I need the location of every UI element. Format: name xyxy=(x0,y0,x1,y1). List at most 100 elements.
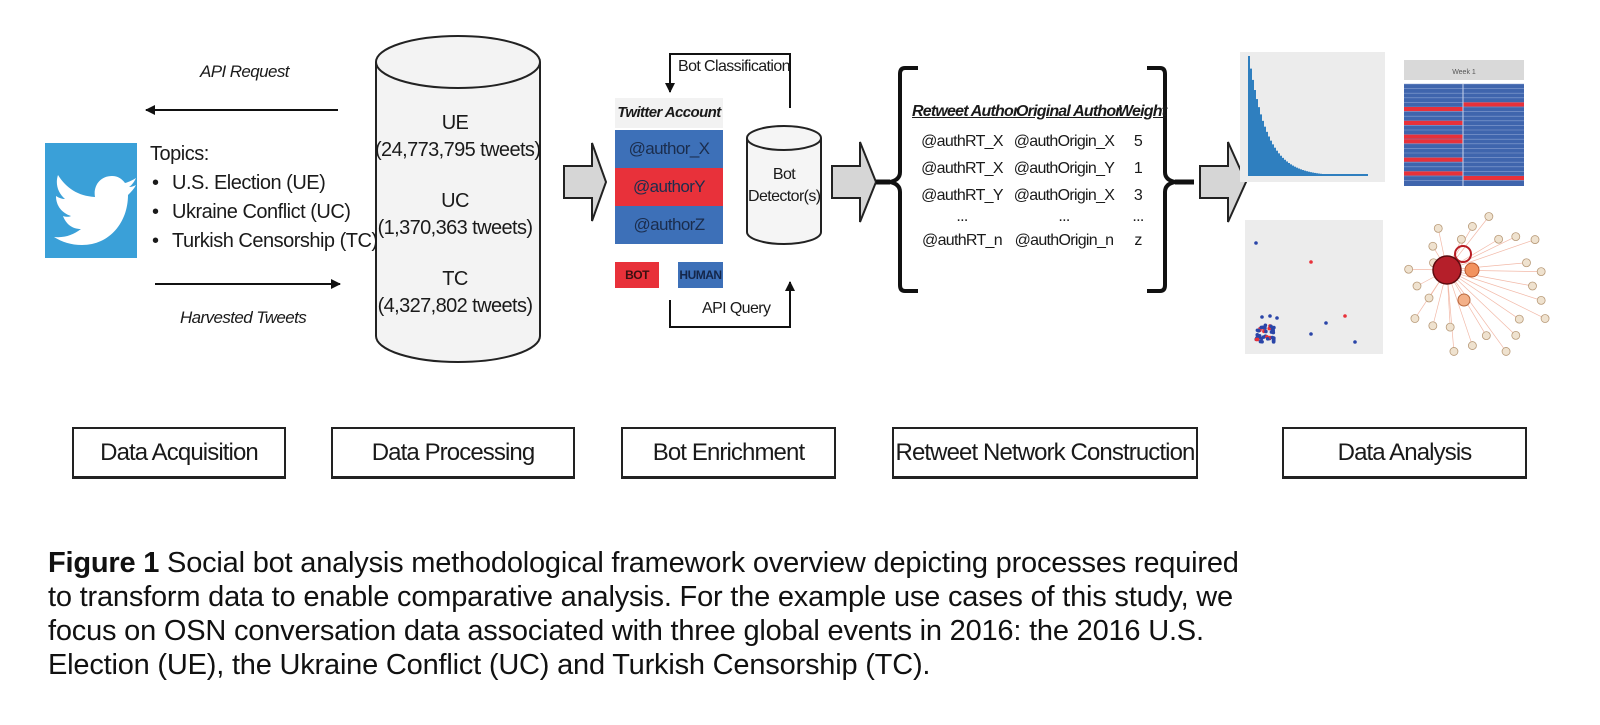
histogram-bar xyxy=(1366,174,1368,176)
retweet-table-cell: ... xyxy=(912,208,1012,226)
histogram-bar xyxy=(1276,151,1278,176)
scatter-point xyxy=(1324,321,1328,325)
histogram-bar xyxy=(1362,174,1364,176)
column-header-retweet-author: Retweet Author xyxy=(912,103,1018,121)
histogram-bar xyxy=(1318,174,1320,176)
column-header-weight: Weight xyxy=(1118,103,1166,121)
histogram-bar xyxy=(1254,90,1256,176)
retweet-table-cell: ... xyxy=(1012,208,1116,226)
histogram-bar xyxy=(1302,170,1304,176)
table-thumb-bot-cell xyxy=(1404,158,1463,162)
scatter-point xyxy=(1343,314,1347,318)
bot-detector-label: Bot Detector(s) xyxy=(748,164,820,208)
harvested-tweets-label: Harvested Tweets xyxy=(180,308,306,328)
legend-human: HUMAN xyxy=(678,262,723,288)
scatter-point xyxy=(1309,260,1313,264)
scatter-point xyxy=(1353,340,1357,344)
bot-detector-label-line1: Bot xyxy=(748,164,820,186)
histogram-bar xyxy=(1316,173,1318,176)
histogram-bar xyxy=(1332,174,1334,176)
histogram-bar xyxy=(1252,80,1254,176)
figure-label: Figure 1 xyxy=(48,547,159,579)
histogram-bar xyxy=(1250,69,1252,176)
network-graph-thumbnail xyxy=(1405,213,1549,356)
stage-bot-enrichment: Bot Enrichment xyxy=(621,427,836,479)
network-edge xyxy=(1447,270,1506,351)
network-node xyxy=(1450,347,1458,355)
table-thumb-bot-cell xyxy=(1404,171,1463,175)
network-node xyxy=(1413,282,1421,290)
caption-line: to transform data to enable comparative … xyxy=(48,580,1548,614)
dataset-uc: UC (1,370,363 tweets) xyxy=(375,188,535,242)
retweet-table-cell: ... xyxy=(1116,208,1160,226)
retweet-table-cell: 3 xyxy=(1116,187,1160,205)
histogram-bar xyxy=(1334,174,1336,176)
histogram-bar xyxy=(1326,174,1328,176)
network-node xyxy=(1485,213,1493,221)
scatter-point xyxy=(1262,335,1266,339)
table-thumb-title: Week 1 xyxy=(1452,69,1476,76)
histogram-bar xyxy=(1324,174,1326,176)
retweet-table-cell: 1 xyxy=(1116,160,1160,178)
scatter-point xyxy=(1266,337,1270,341)
network-node xyxy=(1425,294,1433,302)
api-request-label: API Request xyxy=(200,62,289,82)
flow-arrow-2 xyxy=(832,142,876,222)
network-node xyxy=(1495,235,1503,243)
network-node xyxy=(1541,315,1549,323)
caption-line: Election (UE), the Ukraine Conflict (UC)… xyxy=(48,648,1548,682)
histogram-bar xyxy=(1340,174,1342,176)
histogram-bar xyxy=(1356,174,1358,176)
table-thumb-bot-cell xyxy=(1463,102,1524,106)
retweet-table-cell: @authRT_X xyxy=(912,160,1012,178)
stage-data-processing: Data Processing xyxy=(331,427,575,479)
histogram-bar xyxy=(1258,107,1260,176)
scatter-point xyxy=(1309,332,1313,336)
bot-table-thumbnail: Week 1 xyxy=(1404,60,1524,186)
histogram-bar xyxy=(1256,99,1258,176)
histogram-bar xyxy=(1296,168,1298,176)
flow-arrow-1 xyxy=(564,143,606,221)
histogram-bar xyxy=(1292,166,1294,176)
network-node xyxy=(1531,236,1539,244)
retweet-table-cell: z xyxy=(1116,232,1160,250)
retweet-table-cell: @authOrigin_n xyxy=(1012,232,1116,250)
histogram-bar xyxy=(1304,171,1306,176)
scatter-point xyxy=(1272,338,1276,342)
scatter-point xyxy=(1272,331,1276,335)
histogram-bar xyxy=(1286,161,1288,176)
dataset-count: (1,370,363 tweets) xyxy=(375,215,535,242)
dataset-count: (4,327,802 tweets) xyxy=(375,293,535,320)
histogram-bar xyxy=(1278,153,1280,176)
bot-detector-label-line2: Detector(s) xyxy=(748,186,820,208)
histogram-bar xyxy=(1284,160,1286,176)
scatter-thumbnail xyxy=(1245,220,1383,354)
histogram-bar xyxy=(1358,174,1360,176)
scatter-point xyxy=(1272,326,1276,330)
account-row-bot: @authorY xyxy=(615,168,723,206)
twitter-logo-icon xyxy=(45,143,137,258)
histogram-bar xyxy=(1260,114,1262,176)
histogram-bar xyxy=(1288,163,1290,176)
histogram-bar xyxy=(1338,174,1340,176)
scatter-point xyxy=(1260,340,1264,344)
network-node xyxy=(1482,332,1490,340)
histogram-bar xyxy=(1248,56,1250,176)
network-node xyxy=(1502,347,1510,355)
figure-caption: Figure 1 Social bot analysis methodologi… xyxy=(48,546,1548,682)
retweet-table-cell: @authOrigin_X xyxy=(1012,133,1116,151)
retweet-table-cell: 5 xyxy=(1116,133,1160,151)
flow-arrow-3 xyxy=(1200,142,1246,222)
histogram-bar xyxy=(1294,167,1296,176)
histogram-bar xyxy=(1282,158,1284,176)
retweet-table-cell: @authRT_n xyxy=(912,232,1012,250)
network-node xyxy=(1429,322,1437,330)
account-row-human: @author_X xyxy=(615,130,723,168)
scatter-point xyxy=(1275,316,1279,320)
histogram-bar xyxy=(1336,174,1338,176)
network-node xyxy=(1537,268,1545,276)
table-thumb-bot-cell xyxy=(1404,139,1463,143)
account-row-human: @authorZ xyxy=(615,206,723,244)
retweet-table-cell: @authOrigin_X xyxy=(1012,187,1116,205)
scatter-point xyxy=(1260,315,1264,319)
